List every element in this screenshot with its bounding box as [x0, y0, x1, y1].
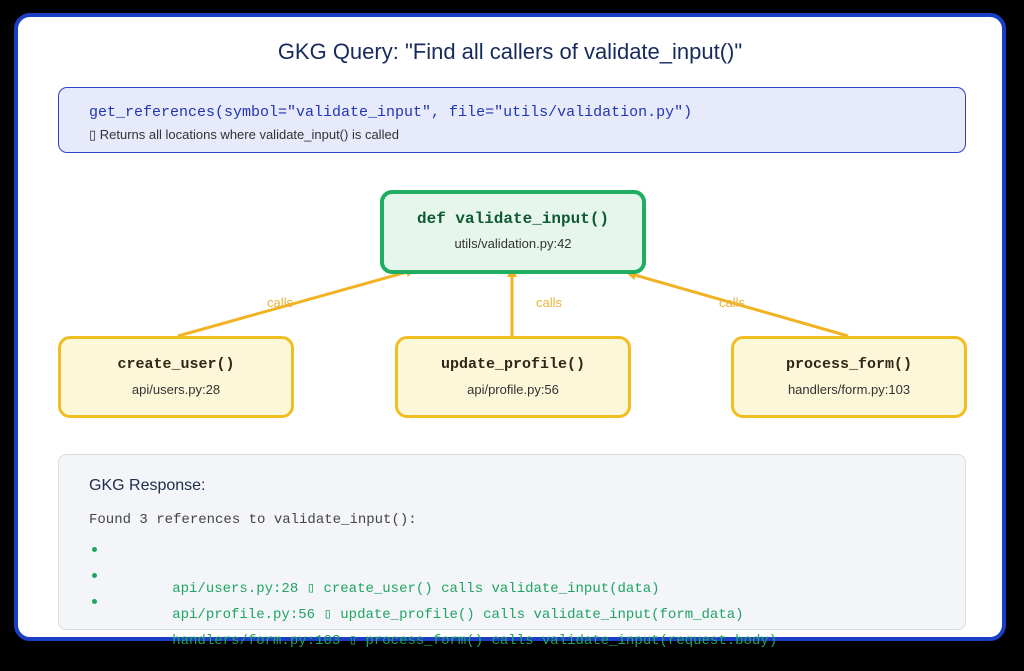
response-list-item: handlers/form.py:103 ▯ process_form() ca…: [89, 591, 777, 649]
caller-function-location: handlers/form.py:103: [787, 382, 911, 397]
caller-node-process-form: process_form() handlers/form.py:103: [731, 336, 967, 418]
response-title: GKG Response:: [89, 477, 206, 494]
edge-label-update-profile: calls: [535, 295, 563, 310]
response-item-text: api/users.py:28 ▯ create_user() calls va…: [172, 581, 660, 597]
caller-function-name: create_user(): [117, 356, 235, 373]
caller-node-update-profile: update_profile() api/profile.py:56: [395, 336, 631, 418]
target-function-location: utils/validation.py:42: [454, 236, 572, 251]
query-box: get_references(symbol="validate_input", …: [58, 87, 966, 153]
caller-function-location: api/users.py:28: [131, 382, 221, 397]
diagram-frame: GKG Query: "Find all callers of validate…: [14, 13, 1006, 649]
response-list-item: api/users.py:28 ▯ create_user() calls va…: [89, 539, 777, 597]
caller-function-name: process_form(): [785, 356, 913, 373]
response-list-item: api/profile.py:56 ▯ update_profile() cal…: [89, 565, 777, 623]
edge-label-process-form: calls: [718, 295, 746, 310]
caller-function-name: update_profile(): [440, 356, 586, 373]
caller-function-location: api/profile.py:56: [467, 382, 559, 397]
response-summary: Found 3 references to validate_input():: [89, 512, 417, 528]
caller-node-create-user: create_user() api/users.py:28: [58, 336, 294, 418]
bullet-icon: [92, 573, 97, 578]
call-arrow-process-form: [626, 270, 849, 338]
bullet-icon: [92, 599, 97, 604]
response-item-text: api/profile.py:56 ▯ update_profile() cal…: [172, 607, 744, 623]
call-arrow-create-user: [177, 267, 416, 338]
response-list: api/users.py:28 ▯ create_user() calls va…: [89, 539, 777, 649]
response-item-text: handlers/form.py:103 ▯ process_form() ca…: [172, 633, 778, 649]
query-code: get_references(symbol="validate_input", …: [89, 104, 693, 121]
target-function-node: def validate_input() utils/validation.py…: [380, 190, 646, 274]
connectors: [177, 267, 849, 338]
edge-label-create-user: calls: [266, 295, 294, 310]
response-panel: GKG Response: Found 3 references to vali…: [58, 454, 966, 649]
bullet-icon: [92, 547, 97, 552]
target-function-name: def validate_input(): [416, 210, 610, 228]
query-note: ▯ Returns all locations where validate_i…: [89, 127, 399, 142]
diagram-title: GKG Query: "Find all callers of validate…: [277, 39, 743, 64]
